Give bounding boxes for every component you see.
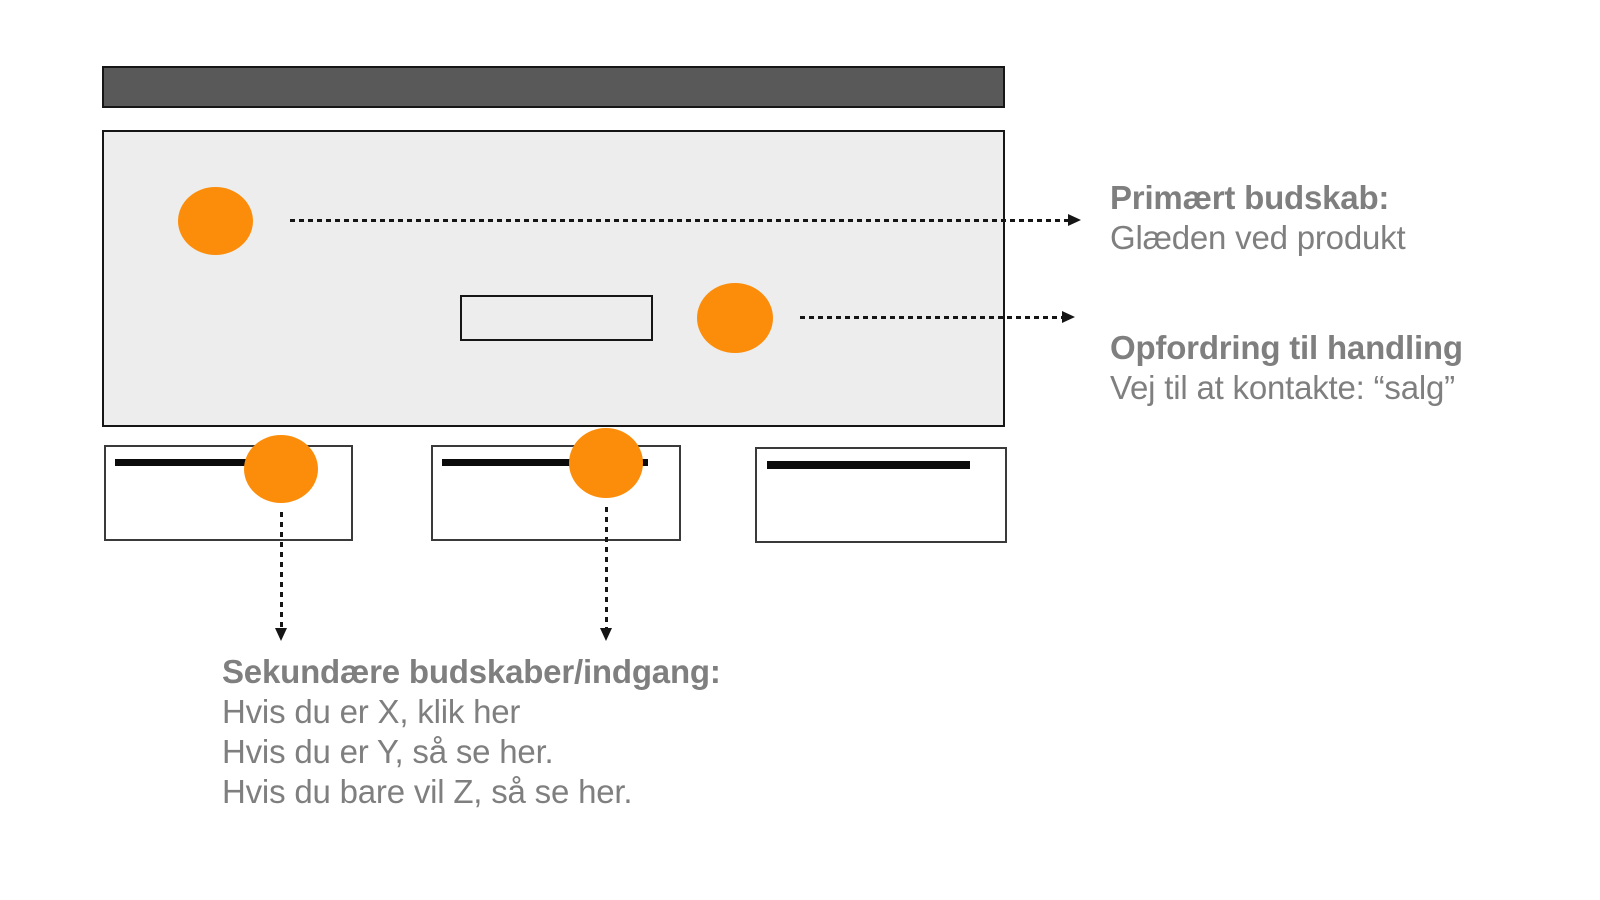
arrowhead-right-icon [1068, 214, 1081, 226]
highlight-dot-icon [178, 187, 253, 255]
primary-message-arrow [290, 219, 1068, 222]
arrowhead-right-icon [1062, 311, 1075, 323]
highlight-dot-icon [244, 435, 318, 503]
annotation-title: Primært budskab: [1110, 179, 1390, 216]
annotation-line: Hvis du er X, klik her [222, 693, 521, 730]
arrowhead-down-icon [600, 628, 612, 641]
highlight-dot-icon [569, 428, 643, 498]
annotation-line: Hvis du er Y, så se her. [222, 733, 554, 770]
annotation-line: Hvis du bare vil Z, så se her. [222, 773, 633, 810]
card-title-line [442, 459, 648, 466]
annotation-body: Vej til at kontakte: “salg” [1110, 369, 1455, 406]
navbar-placeholder [102, 66, 1005, 108]
hero-section-placeholder [102, 130, 1005, 427]
highlight-dot-icon [697, 283, 773, 353]
annotation-title: Sekundære budskaber/indgang: [222, 653, 721, 690]
annotation-title: Opfordring til handling [1110, 329, 1463, 366]
card-title-line [767, 461, 970, 469]
arrowhead-down-icon [275, 628, 287, 641]
secondary-message-arrow [605, 507, 608, 628]
cta-arrow [800, 316, 1062, 319]
secondary-message-arrow [280, 512, 283, 628]
annotation-primary-message: Primært budskab: Glæden ved produkt [1110, 178, 1570, 258]
annotation-body: Glæden ved produkt [1110, 219, 1406, 256]
cta-button-placeholder [460, 295, 653, 341]
annotation-call-to-action: Opfordring til handling Vej til at konta… [1110, 328, 1570, 408]
card-title-line [115, 459, 298, 466]
annotation-secondary-messages: Sekundære budskaber/indgang: Hvis du er … [222, 652, 842, 812]
